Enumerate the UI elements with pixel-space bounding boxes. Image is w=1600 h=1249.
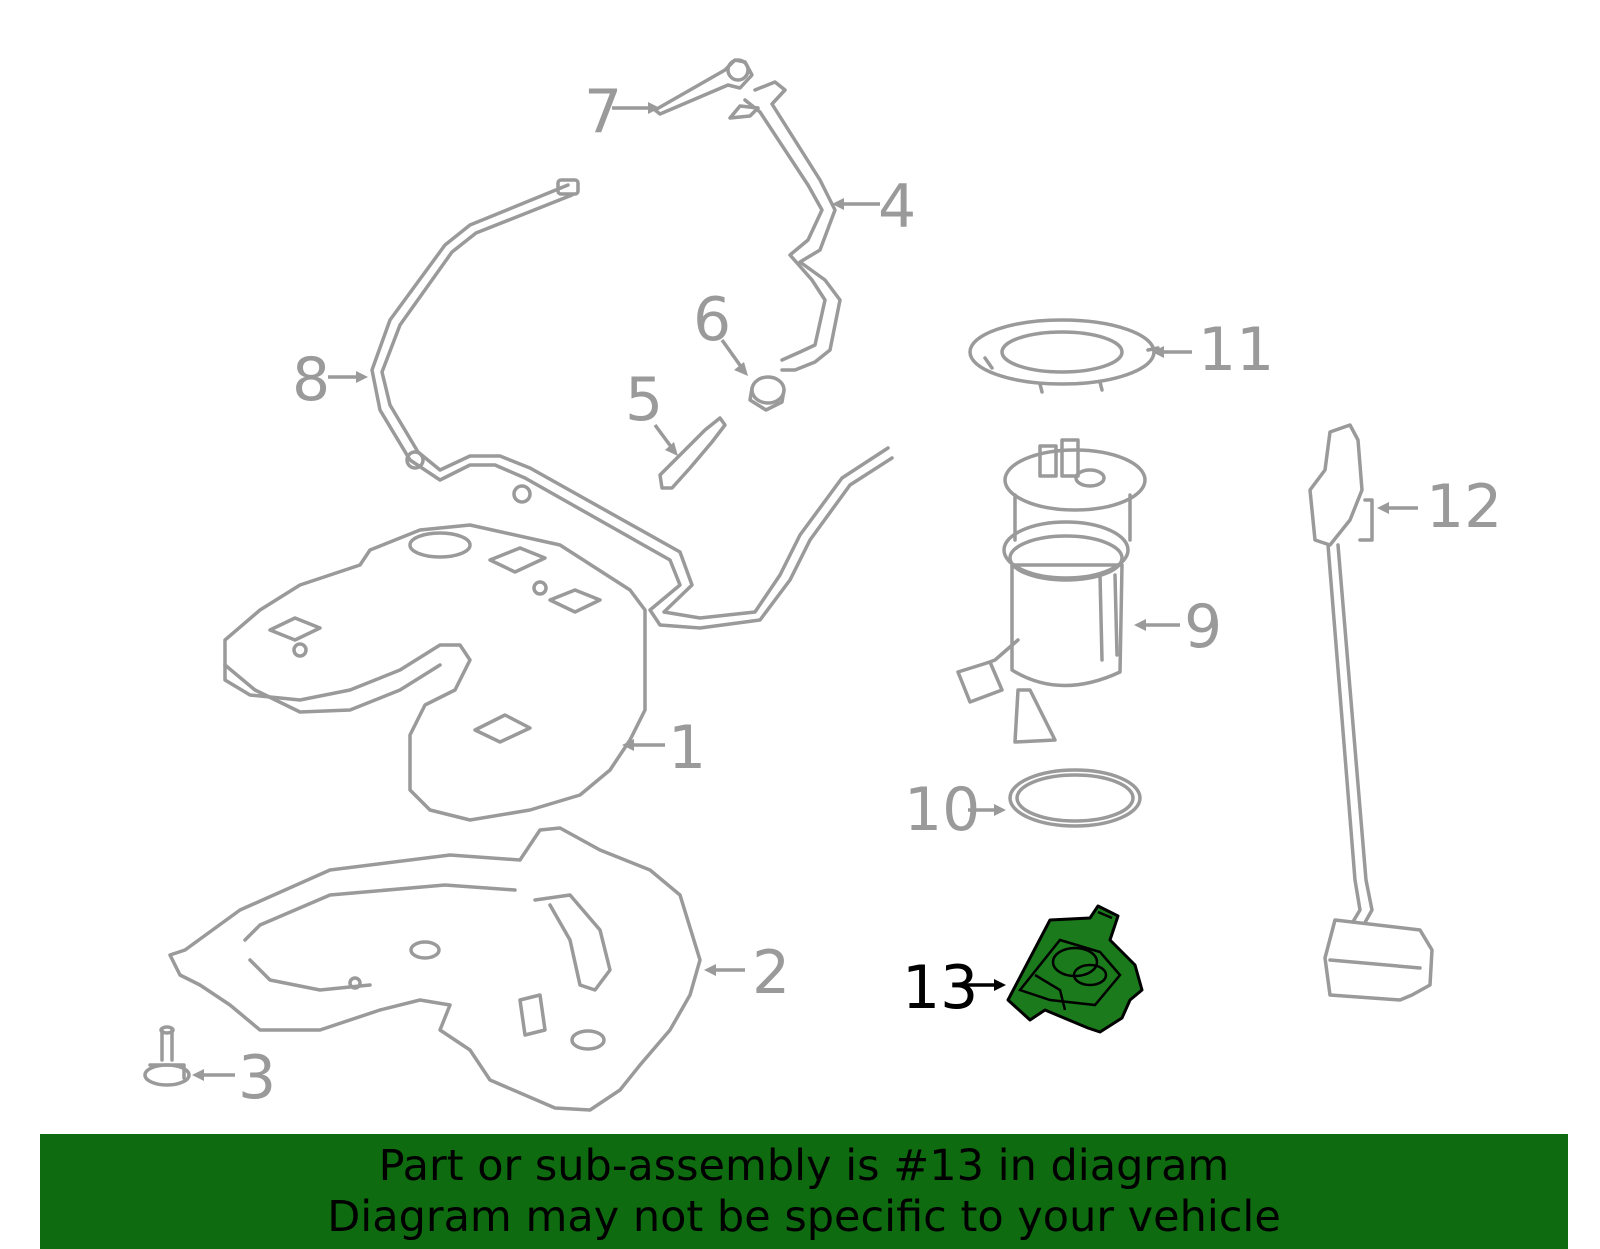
callout-2: 2 [752, 938, 790, 1008]
callout-13: 13 [902, 953, 978, 1023]
callout-11: 11 [1198, 315, 1274, 385]
part-5-hose [658, 416, 727, 490]
part-2-shield [168, 826, 702, 1112]
part-1-fuel-tank [223, 523, 647, 822]
callout-9: 9 [1184, 592, 1222, 662]
leader-arrows [192, 102, 1418, 1081]
banner-line-2: Diagram may not be specific to your vehi… [327, 1191, 1281, 1242]
part-7-cap-tether [653, 58, 754, 116]
callout-8: 8 [292, 345, 330, 415]
part-8-fuel-line [370, 178, 894, 630]
callout-labels: 7 4 6 5 8 1 2 3 11 9 10 12 13 [238, 77, 1502, 1113]
callout-5: 5 [625, 365, 663, 435]
info-banner: Part or sub-assembly is #13 in diagram D… [40, 1134, 1568, 1249]
part-12-level-sender [1308, 423, 1434, 1002]
callout-1: 1 [668, 713, 706, 783]
part-6-clamp [748, 375, 786, 412]
part-3-bolt [143, 1025, 191, 1087]
part-10-seal-ring [1008, 768, 1142, 828]
callout-3: 3 [238, 1043, 276, 1113]
part-11-lock-ring [968, 318, 1160, 394]
callout-4: 4 [878, 172, 916, 242]
part-4-vent-tube [728, 80, 842, 372]
callout-7: 7 [584, 77, 622, 147]
banner-line-1: Part or sub-assembly is #13 in diagram [378, 1140, 1230, 1191]
callout-6: 6 [693, 285, 731, 355]
callout-10: 10 [904, 775, 980, 845]
callout-12: 12 [1426, 472, 1502, 542]
part-9-fuel-pump-module [956, 438, 1147, 744]
part-13-fuel-pump-control-module [1006, 904, 1144, 1034]
